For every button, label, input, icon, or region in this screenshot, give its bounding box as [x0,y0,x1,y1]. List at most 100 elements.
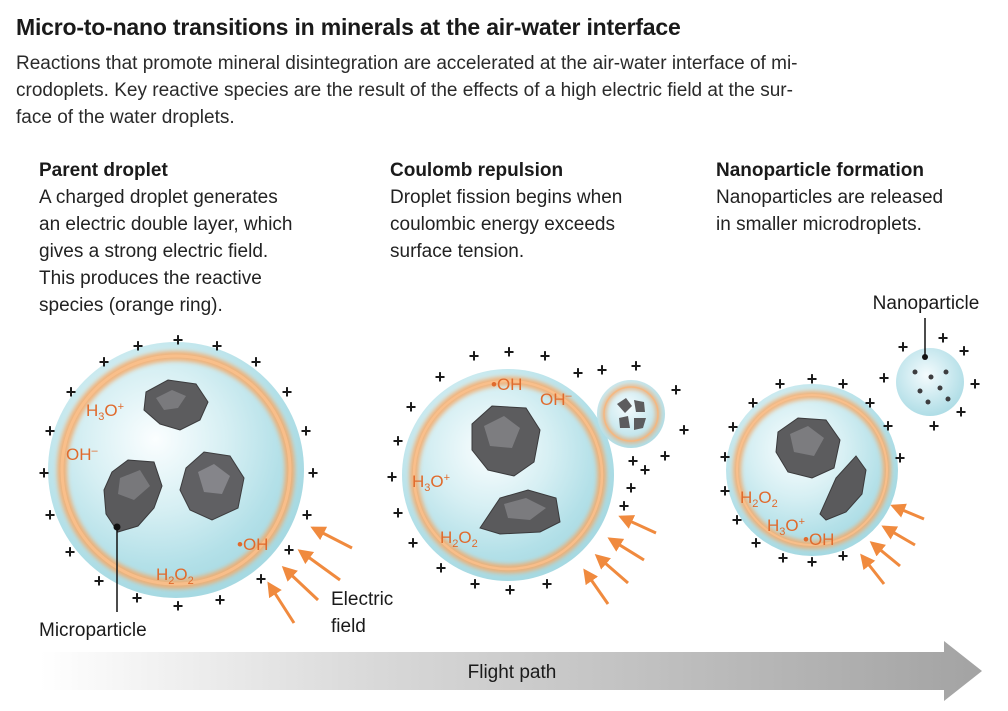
field-arrow [618,515,657,535]
charge-plus: + [66,382,77,402]
charge-plus: + [751,533,762,553]
parent-droplet [48,342,304,612]
charge-plus: + [45,421,56,441]
subtitle-line: crodoplets. Key reactive species are the… [16,80,793,101]
charge-plus: + [970,374,981,394]
charge-plus: + [99,352,110,372]
nanoparticle-label: Nanoparticle [873,293,980,314]
charge-plus: + [302,505,313,525]
charge-plus: + [895,448,906,468]
h3o-label: H3O+ [86,401,124,423]
nanoparticle-dot [925,399,931,405]
charge-plus: + [807,369,818,389]
nanoparticle-dot [943,369,949,375]
charge-plus: + [540,346,551,366]
field-arrow [297,549,341,582]
charge-plus: + [215,590,226,610]
charge-plus: + [660,446,671,466]
charge-plus: + [883,416,894,436]
charge-plus: + [251,352,262,372]
charge-plus: + [173,596,184,616]
field-arrow [890,503,925,521]
reactive-species-labels: H3O+ OH– •OH H2O2 •OH OH– H3O+ H2O2 H2O2… [66,375,834,587]
charge-plus: + [838,546,849,566]
charge-plus: + [387,467,398,487]
flight-path-shape [40,641,982,701]
oh-radical-label: •OH [491,375,522,394]
charge-plus: + [505,580,516,600]
charge-plus: + [938,328,949,348]
panel-line: surface tension. [390,241,525,262]
charge-plus: + [212,336,223,356]
h3o-label: H3O+ [767,516,805,538]
panel-heading: Parent droplet [39,160,168,181]
nanoparticle-fragment [619,416,630,428]
charge-plus: + [39,463,50,483]
h3o-label: H3O+ [412,472,450,494]
field-arrow [267,581,296,624]
charge-plus: + [619,496,630,516]
charge-plus: + [65,542,76,562]
microparticle-rock [819,455,867,521]
reactive-ring-core [736,394,888,546]
charge-plus: + [778,548,789,568]
charge-plus: + [308,463,319,483]
charge-plus: + [408,533,419,553]
charge-plus: + [720,481,731,501]
charge-plus: + [929,416,940,436]
charge-plus: + [597,360,608,380]
panel-line: Nanoparticles are released [716,187,944,208]
annotation-labels: Nanoparticle Microparticle Electric fiel… [39,293,979,641]
subtitle-line: face of the water droplets. [16,107,235,128]
charge-plus: + [469,346,480,366]
charge-plus: + [393,503,404,523]
charge-plus: + [628,451,639,471]
electric-field-arrows [267,503,925,624]
charge-plus: + [775,374,786,394]
droplet-body [48,342,304,598]
oh-radical-label: •OH [237,535,268,554]
h2o2-label: H2O2 [440,528,478,550]
charge-plus: + [406,397,417,417]
panel-heading: Coulomb repulsion [390,160,564,181]
rock-texture [504,498,546,520]
nanoparticle-dot [917,388,923,394]
nanoparticle-droplet [726,318,964,556]
charge-plus: + [838,374,849,394]
charge-plus: + [865,393,876,413]
h2o2-label: H2O2 [156,565,194,587]
charge-plus: + [720,447,731,467]
fission-droplet [597,380,665,448]
reactive-ring-core [412,379,604,571]
rock-texture [484,416,520,448]
charge-plus: + [748,393,759,413]
charge-plus: + [728,417,739,437]
panel-line: species (orange ring). [39,295,223,316]
rock-texture [790,426,824,456]
nanoparticle-dot [912,369,918,375]
field-arrow [869,541,901,568]
subtitle-line: Reactions that promote mineral disintegr… [16,53,798,74]
charge-plus: + [470,574,481,594]
oh-radical-label: •OH [803,530,834,549]
panel-heading: Nanoparticle formation [716,160,924,181]
field-arrow [881,525,916,547]
charge-plus: + [133,336,144,356]
oh-minus-label: OH– [66,445,99,464]
rock-texture [156,390,186,410]
charge-plus: + [301,421,312,441]
panel-coulomb-repulsion: Coulomb repulsion Droplet fission begins… [390,158,690,265]
flight-path-arrow: Flight path [40,641,982,701]
surface-charges: + + + + + + + + + + + + + + + + + + + + … [39,328,981,616]
charge-plus: + [626,478,637,498]
h2o2-label: H2O2 [740,488,778,510]
charge-plus: + [256,569,267,589]
panel-line: coulombic energy exceeds [390,214,615,235]
charge-plus: + [284,540,295,560]
field-arrow [607,537,645,562]
rock-texture [118,470,150,500]
panel-text: Nanoparticles are released in smaller mi… [716,184,996,238]
panel-text: A charged droplet generates an electric … [39,184,349,319]
charge-plus: + [956,402,967,422]
